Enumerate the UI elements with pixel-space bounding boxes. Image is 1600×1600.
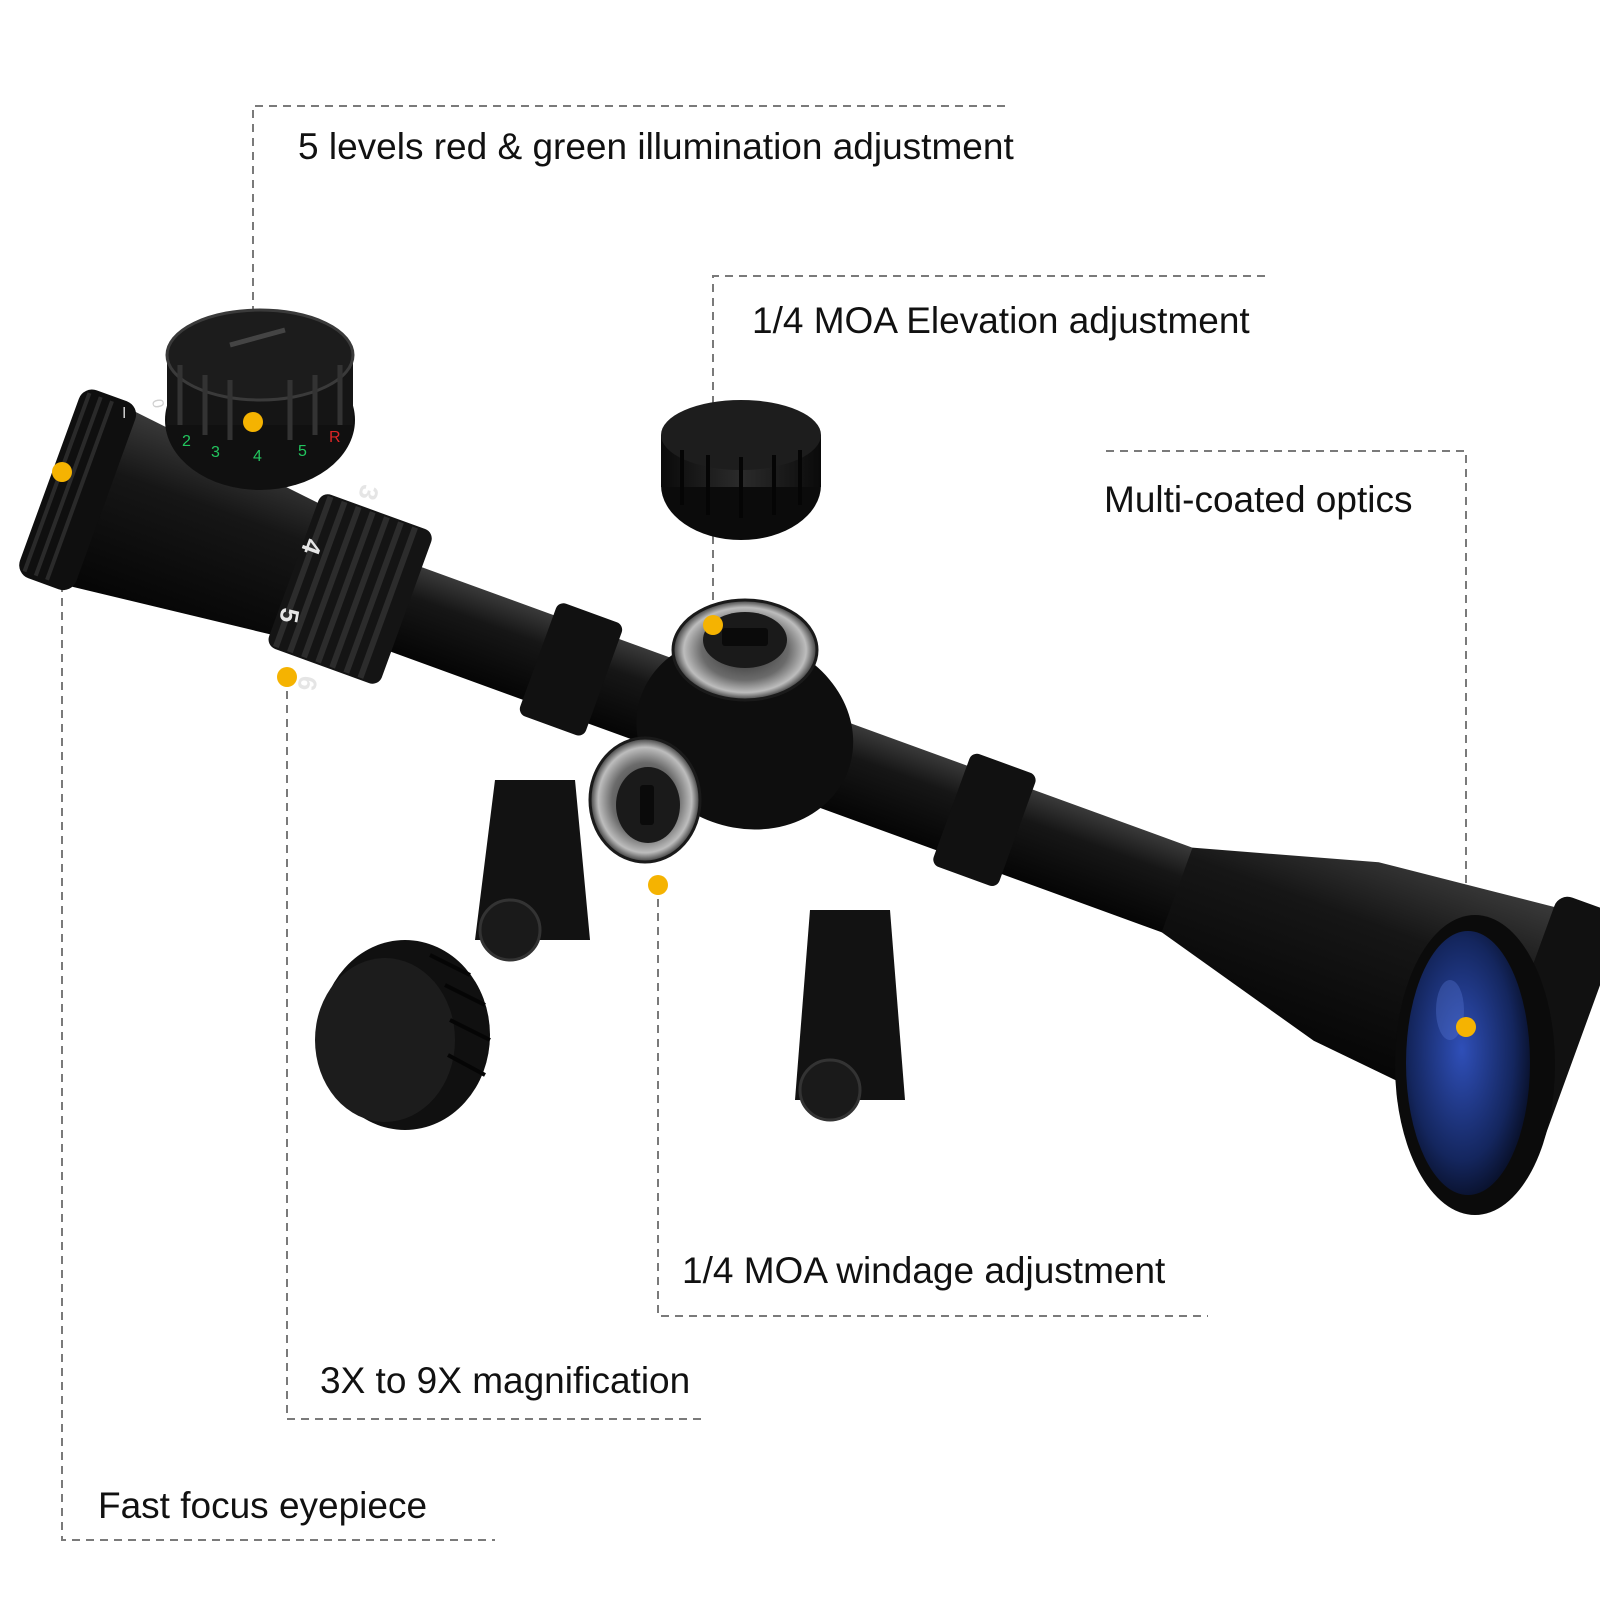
illum-mark-i: I (122, 405, 126, 422)
illum-mark-0: 0 (148, 398, 166, 410)
elevation-cap (661, 400, 821, 540)
leader-line-windage (657, 885, 1208, 1317)
dot-magnification (277, 667, 297, 687)
dot-illumination (243, 412, 263, 432)
leader-line-focus (61, 472, 495, 1541)
power-mark-3: 3 (352, 482, 385, 504)
callout-optics: Multi-coated optics (1104, 479, 1413, 520)
dot-elevation (703, 615, 723, 635)
illum-mark-2: 2 (182, 433, 191, 450)
illum-mark-r: R (329, 429, 341, 446)
dot-windage (648, 875, 668, 895)
power-mark-5: 5 (273, 606, 305, 625)
callout-elevation: 1/4 MOA Elevation adjustment (752, 300, 1250, 341)
illumination-dial-marks: 2 3 4 5 R 0 I (122, 398, 341, 465)
callout-dots (52, 412, 1476, 1037)
illum-mark-5: 5 (298, 443, 307, 460)
callout-magnification: 3X to 9X magnification (320, 1360, 691, 1401)
mount-screws (478, 898, 862, 1122)
callout-illumination: 5 levels red & green illumination adjust… (298, 126, 1014, 167)
elevation-turret (671, 598, 819, 702)
dot-focus (52, 462, 72, 482)
windage-turret (588, 736, 702, 864)
illum-mark-4: 4 (253, 448, 262, 465)
callout-windage: 1/4 MOA windage adjustment (682, 1250, 1166, 1291)
dot-optics (1456, 1017, 1476, 1037)
leader-line-optics (1106, 450, 1467, 1027)
windage-cap (315, 940, 491, 1130)
illum-mark-3: 3 (211, 444, 220, 461)
objective-lens (1395, 915, 1555, 1215)
power-mark-6: 6 (291, 674, 323, 693)
callout-focus: Fast focus eyepiece (98, 1485, 428, 1526)
leader-line-magnification (286, 677, 706, 1420)
